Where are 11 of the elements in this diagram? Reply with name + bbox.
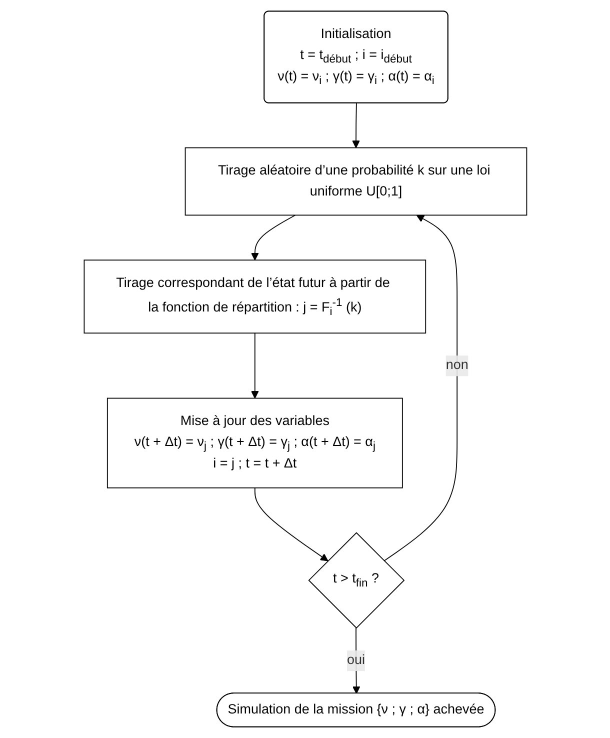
node-box: Tirage correspondant de l’état futur à partir de la fonction de répartition : j = F$_{i}$$^{-1}$ (k) [83,260,426,334]
node-box: Tirage aléatoire d’une probabilité k sur une loi uniforme U[0;1] [184,147,527,216]
edge-label: oui [346,652,365,668]
arrow [352,102,360,148]
arrow [254,487,328,562]
arrow [383,214,458,562]
node-diamond: t > t$_{fin}$ ? [308,532,404,629]
arrow [250,332,258,399]
edge-label: non [445,357,468,373]
arrow [250,214,296,260]
node-box: Mise à jour des variables ν(t + Δt) = ν$_{j}$ ; γ(t + Δt) = γ$_{j}$ ; α(t + Δt) = α$_{j}$ i = j ; t = t + Δt [106,398,402,488]
